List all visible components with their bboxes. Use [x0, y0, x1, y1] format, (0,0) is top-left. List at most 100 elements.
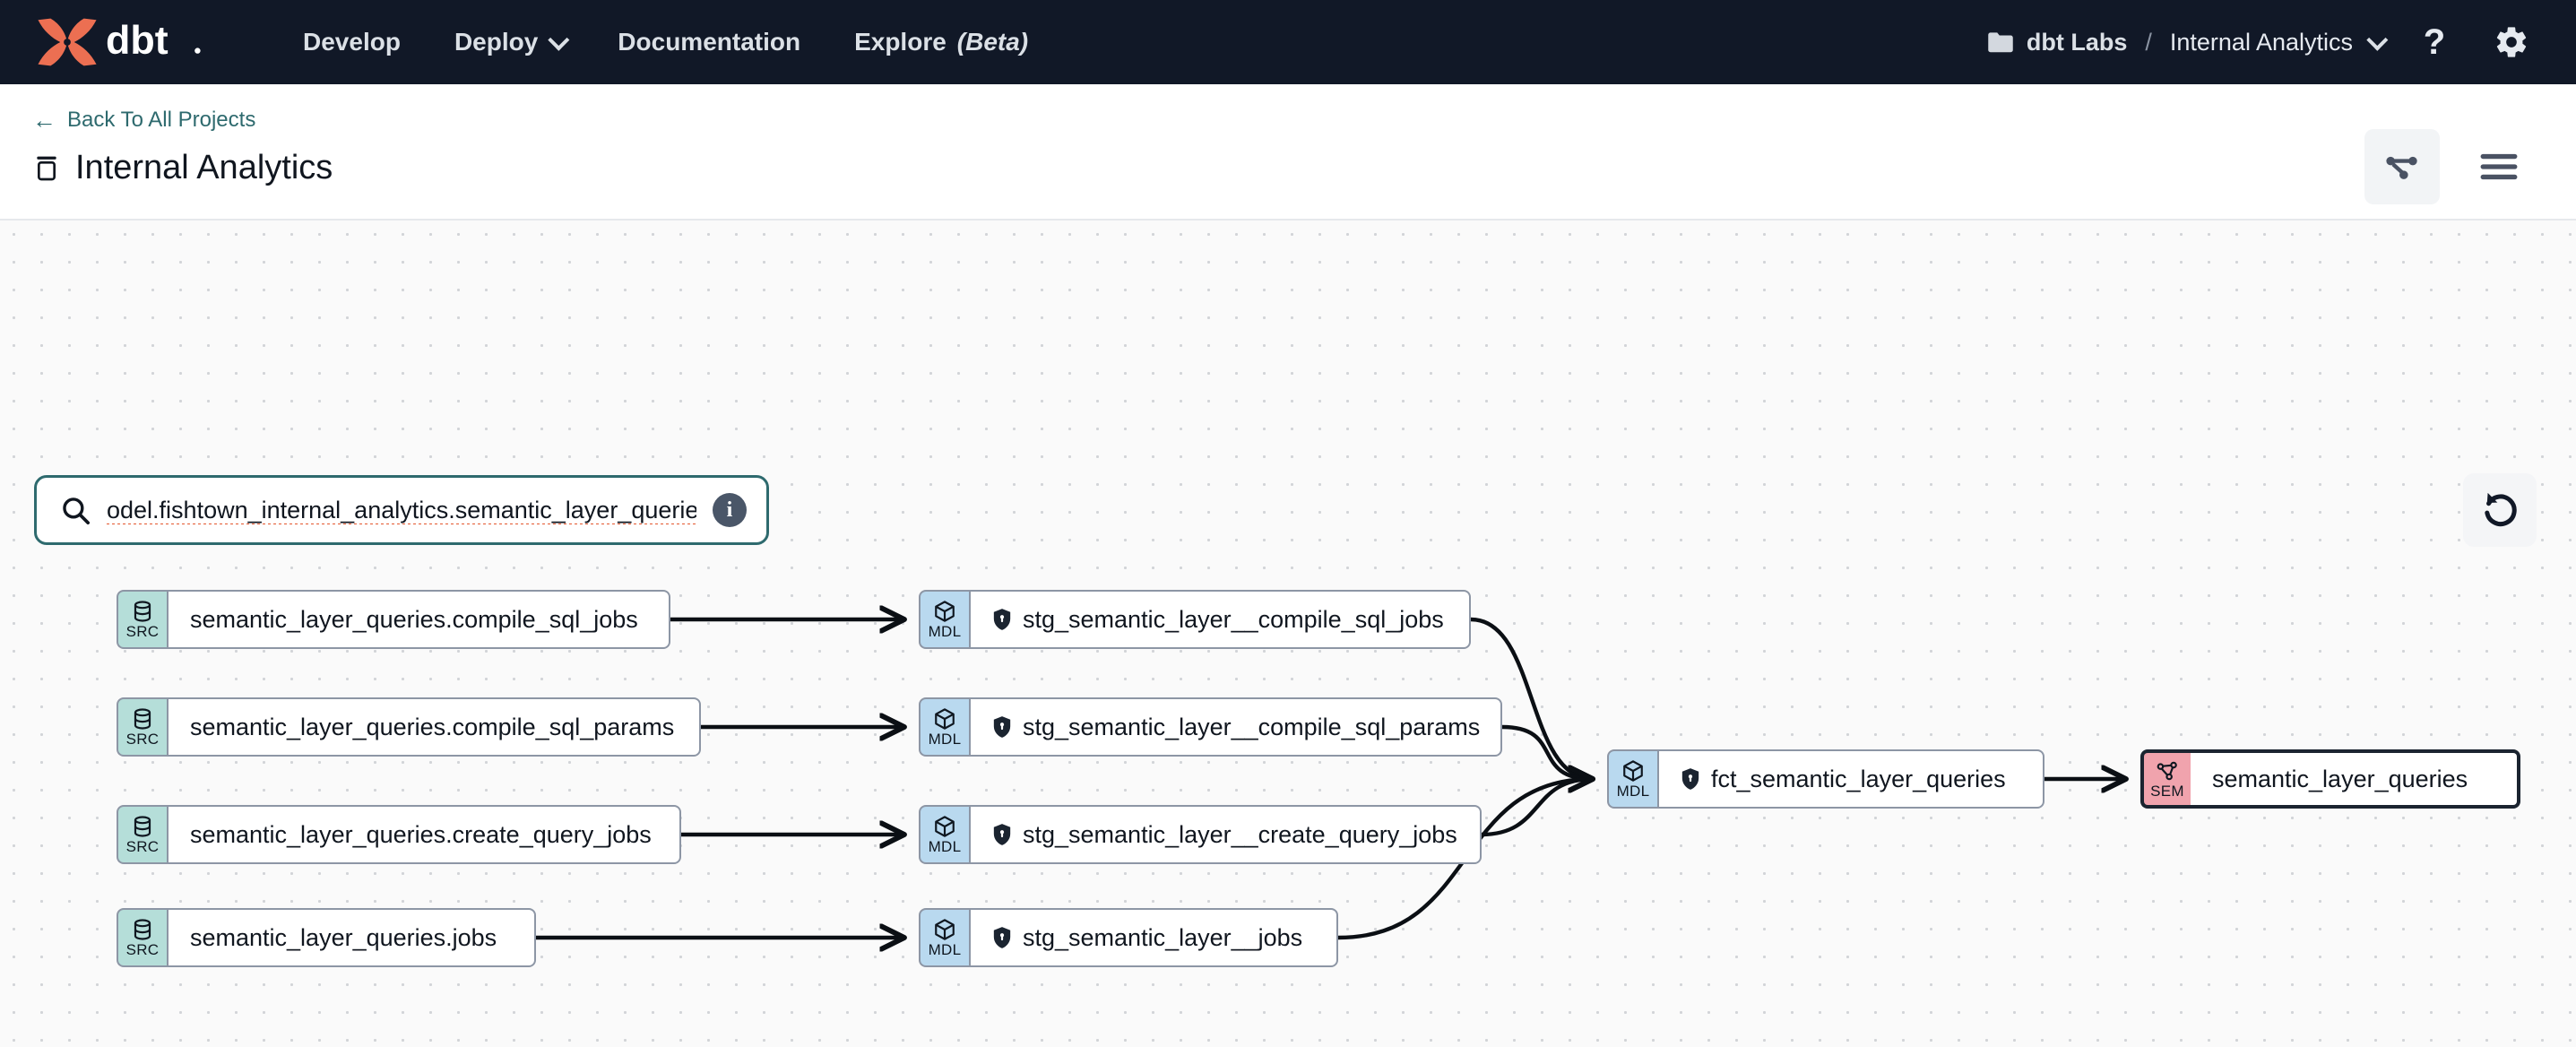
node-type-abbr: MDL — [928, 623, 962, 640]
node-type-badge-src: SRC — [117, 697, 167, 757]
help-button[interactable]: ? — [2409, 17, 2459, 67]
node-type-badge-mdl: MDL — [919, 590, 969, 649]
chevron-down-icon — [2366, 29, 2389, 51]
dbt-wordmark-icon: dbt — [106, 21, 201, 63]
node-label: semantic_layer_queries — [2212, 765, 2468, 792]
cube-icon — [935, 816, 955, 837]
node-label: fct_semantic_layer_queries — [1711, 765, 2006, 792]
graph-node[interactable]: MDL stg_semantic_layer__compile_sql_para… — [919, 697, 1502, 757]
graph-node[interactable]: SEM semantic_layer_queries — [2140, 749, 2520, 809]
private-shield-icon — [993, 609, 1011, 630]
node-type-badge-mdl: MDL — [919, 805, 969, 864]
svg-text:dbt: dbt — [106, 21, 169, 63]
account-name: dbt Labs — [2026, 28, 2128, 56]
node-body: semantic_layer_queries.create_query_jobs — [167, 805, 681, 864]
side-panel-toggle-button[interactable] — [2461, 129, 2537, 204]
node-type-badge-src: SRC — [117, 590, 167, 649]
node-type-abbr: MDL — [928, 941, 962, 958]
page-title: Internal Analytics — [32, 149, 333, 187]
nav-link-develop-label: Develop — [303, 28, 401, 56]
nav-link-explore[interactable]: Explore (Beta) — [827, 28, 1055, 56]
reset-view-button[interactable] — [2463, 473, 2537, 547]
private-shield-icon — [993, 927, 1011, 948]
node-body: semantic_layer_queries.compile_sql_param… — [167, 697, 701, 757]
project-breadcrumb-dropdown[interactable]: Internal Analytics — [2169, 28, 2389, 56]
settings-button[interactable] — [2486, 17, 2537, 67]
node-body: semantic_layer_queries — [2191, 749, 2520, 809]
search-info-icon[interactable]: i — [713, 493, 747, 527]
graph-node[interactable]: MDL stg_semantic_layer__compile_sql_jobs — [919, 590, 1471, 649]
lineage-graph-icon — [2386, 156, 2417, 179]
graph-node[interactable]: SRC semantic_layer_queries.compile_sql_p… — [117, 697, 701, 757]
node-body: stg_semantic_layer__compile_sql_params — [969, 697, 1502, 757]
node-body: stg_semantic_layer__create_query_jobs — [969, 805, 1482, 864]
graph-node[interactable]: MDL stg_semantic_layer__create_query_job… — [919, 805, 1482, 864]
nav-right-cluster: dbt Labs / Internal Analytics ? — [1987, 17, 2537, 67]
private-shield-icon — [1681, 768, 1699, 790]
search-input[interactable]: odel.fishtown_internal_analytics.semanti… — [107, 496, 696, 524]
graph-edge — [1500, 724, 1593, 779]
project-subheader: ← Back To All Projects Internal Analytic… — [0, 84, 2576, 221]
lineage-view-button[interactable] — [2364, 129, 2440, 204]
graph-node[interactable]: MDL stg_semantic_layer__jobs — [919, 908, 1338, 967]
nav-link-explore-beta-tag: (Beta) — [956, 28, 1029, 56]
node-body: fct_semantic_layer_queries — [1657, 749, 2044, 809]
question-mark-icon: ? — [2423, 22, 2446, 62]
private-shield-icon — [993, 824, 1011, 845]
node-type-abbr: MDL — [1616, 783, 1650, 800]
node-body: semantic_layer_queries.jobs — [167, 908, 536, 967]
nav-link-explore-label: Explore — [854, 28, 947, 56]
node-type-abbr: SRC — [125, 623, 160, 640]
node-body: stg_semantic_layer__jobs — [969, 908, 1338, 967]
chevron-down-icon — [548, 29, 570, 51]
nav-link-documentation[interactable]: Documentation — [591, 28, 827, 56]
back-to-all-projects-link[interactable]: ← Back To All Projects — [32, 108, 333, 133]
node-search-box[interactable]: odel.fishtown_internal_analytics.semanti… — [34, 475, 769, 545]
node-type-badge-src: SRC — [117, 805, 167, 864]
back-to-all-projects-label: Back To All Projects — [67, 108, 256, 132]
node-type-badge-mdl: MDL — [919, 697, 969, 757]
node-type-abbr: SRC — [125, 838, 160, 855]
node-type-badge-src: SRC — [117, 908, 167, 967]
database-icon — [134, 919, 151, 940]
node-label: semantic_layer_queries.compile_sql_param… — [190, 713, 675, 740]
reset-view-icon — [2485, 492, 2517, 527]
semantic-graph-icon — [2157, 761, 2177, 781]
graph-node[interactable]: SRC semantic_layer_queries.jobs — [117, 908, 536, 967]
cube-icon — [935, 919, 955, 940]
graph-node[interactable]: MDL fct_semantic_layer_queries — [1607, 749, 2044, 809]
dbt-mark-icon — [38, 18, 97, 66]
graph-node[interactable]: SRC semantic_layer_queries.create_query_… — [117, 805, 681, 864]
node-type-abbr: MDL — [928, 838, 962, 855]
dbt-logo[interactable]: dbt — [32, 14, 213, 70]
graph-node[interactable]: SRC semantic_layer_queries.compile_sql_j… — [117, 590, 670, 649]
database-icon — [134, 708, 151, 730]
hamburger-menu-icon — [2480, 153, 2518, 180]
gear-icon — [2496, 27, 2527, 57]
cube-icon — [1623, 760, 1643, 782]
subheader-left: ← Back To All Projects Internal Analytic… — [32, 108, 333, 219]
node-type-badge-sem: SEM — [2140, 749, 2191, 809]
cube-icon — [935, 601, 955, 622]
search-icon — [63, 498, 91, 525]
database-icon — [134, 816, 151, 837]
top-navigation-bar: dbt Develop Deploy Documentation Explore… — [0, 0, 2576, 84]
subheader-actions — [2364, 108, 2537, 219]
node-body: semantic_layer_queries.compile_sql_jobs — [167, 590, 670, 649]
nav-link-deploy-label: Deploy — [454, 28, 539, 56]
node-label: semantic_layer_queries.create_query_jobs — [190, 820, 652, 848]
nav-link-documentation-label: Documentation — [618, 28, 801, 56]
cube-icon — [935, 708, 955, 730]
database-icon — [134, 601, 151, 622]
nav-link-develop[interactable]: Develop — [276, 28, 428, 56]
lineage-canvas[interactable]: odel.fishtown_internal_analytics.semanti… — [0, 221, 2576, 1047]
nav-link-deploy[interactable]: Deploy — [428, 28, 591, 56]
page-title-text: Internal Analytics — [75, 149, 333, 186]
arrow-left-icon: ← — [32, 106, 56, 134]
node-type-badge-mdl: MDL — [1607, 749, 1657, 809]
project-breadcrumb-label: Internal Analytics — [2169, 28, 2353, 56]
account-breadcrumb[interactable]: dbt Labs — [1987, 28, 2128, 56]
node-label: stg_semantic_layer__jobs — [1023, 923, 1303, 951]
node-label: semantic_layer_queries.jobs — [190, 923, 497, 951]
primary-nav-links: Develop Deploy Documentation Explore (Be… — [276, 28, 1055, 56]
